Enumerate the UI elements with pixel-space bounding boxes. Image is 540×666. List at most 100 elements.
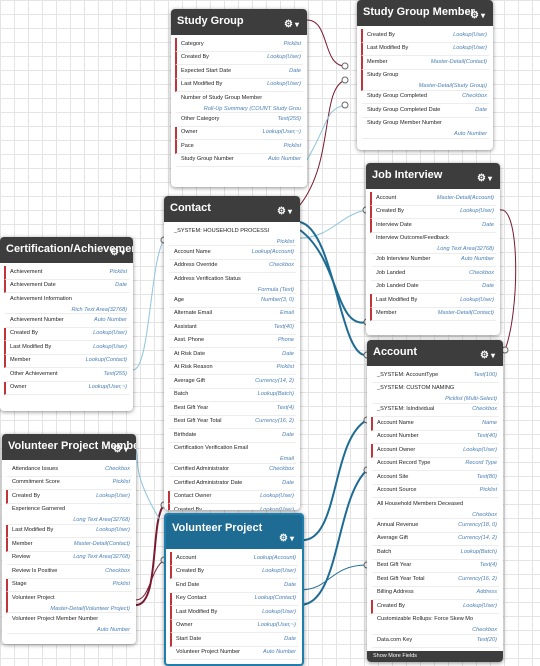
gear-icon[interactable]: ⚙▾ bbox=[277, 206, 292, 217]
show-more-fields-button[interactable]: Show More Fields bbox=[367, 651, 503, 662]
object-header[interactable]: Account⚙▾ bbox=[367, 340, 503, 366]
gear-icon[interactable]: ⚙▾ bbox=[284, 19, 299, 30]
chevron-down-icon[interactable]: ▾ bbox=[487, 174, 492, 183]
object-card-volunteer-project-member[interactable]: Volunteer Project Member⚙▾Attendance Iss… bbox=[2, 434, 136, 644]
object-header[interactable]: Job Interview⚙▾ bbox=[366, 163, 500, 189]
gear-icon[interactable]: ⚙▾ bbox=[480, 350, 495, 361]
gear-icon[interactable]: ⚙▾ bbox=[470, 10, 485, 21]
gear-icon[interactable]: ⚙▾ bbox=[113, 444, 128, 455]
object-header[interactable]: Study Group Member⚙▾ bbox=[357, 0, 493, 26]
object-header[interactable]: Volunteer Project⚙▾ bbox=[166, 515, 302, 549]
chevron-down-icon[interactable]: ▾ bbox=[490, 351, 495, 360]
chevron-down-icon[interactable]: ▾ bbox=[123, 445, 128, 454]
chevron-down-icon[interactable]: ▾ bbox=[120, 248, 125, 257]
chevron-down-icon[interactable]: ▾ bbox=[294, 20, 299, 29]
object-header[interactable]: Study Group⚙▾ bbox=[171, 9, 307, 35]
object-header[interactable]: Volunteer Project Member⚙▾ bbox=[2, 434, 136, 460]
gear-icon[interactable]: ⚙▾ bbox=[477, 173, 492, 184]
chevron-down-icon[interactable]: ▾ bbox=[289, 534, 294, 543]
object-header[interactable]: Certification/Achievement⚙▾ bbox=[0, 237, 133, 263]
chevron-down-icon[interactable]: ▾ bbox=[287, 207, 292, 216]
gear-icon[interactable]: ⚙▾ bbox=[279, 533, 294, 544]
